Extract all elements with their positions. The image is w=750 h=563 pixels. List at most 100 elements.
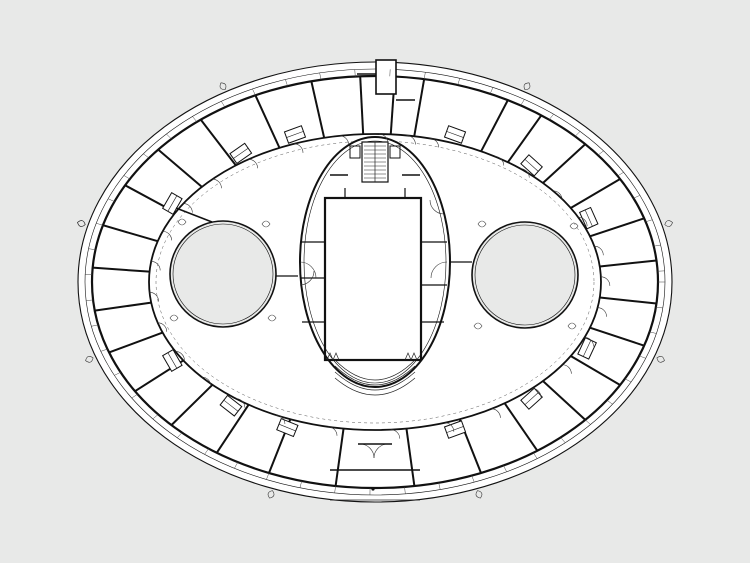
- door-swing: [531, 388, 542, 398]
- window-leaf: [473, 322, 483, 330]
- window-leaf: [477, 220, 487, 228]
- facade-mullion: [489, 87, 494, 94]
- window-leaf: [656, 356, 665, 363]
- facade-mullion: [423, 72, 426, 80]
- door-swing: [491, 408, 501, 418]
- room-wall: [92, 266, 150, 273]
- service-room-divider: [584, 209, 593, 227]
- door-swing: [248, 159, 258, 169]
- service-room-divider: [524, 159, 539, 172]
- room-wall: [589, 326, 645, 347]
- room-wall: [334, 428, 345, 487]
- window-ornament: [523, 82, 531, 91]
- door-swing: [444, 422, 455, 432]
- door-swing: [162, 231, 172, 241]
- window-ornament: [267, 490, 275, 499]
- room-wall: [310, 81, 326, 139]
- room-wall: [254, 94, 281, 149]
- service-room-divider: [278, 423, 296, 432]
- service-room-divider: [446, 131, 464, 138]
- door-swing: [378, 133, 389, 144]
- window-leaf: [567, 322, 577, 330]
- door-swing: [149, 292, 159, 302]
- facade-mullion: [252, 88, 256, 96]
- service-room: [219, 394, 243, 417]
- door-swing: [553, 190, 563, 200]
- facade-mullion: [653, 244, 661, 247]
- door-swing: [327, 426, 338, 436]
- window-leaf: [267, 490, 275, 499]
- room-wall: [108, 331, 163, 354]
- room-wall: [405, 428, 416, 487]
- facade-mullion: [438, 482, 441, 490]
- window-ornament: [261, 220, 271, 228]
- service-room-divider: [583, 340, 592, 357]
- room-wall: [503, 402, 539, 452]
- door-swing: [175, 351, 185, 361]
- facade-mullion: [152, 414, 159, 420]
- window-leaf: [169, 314, 179, 322]
- facade-mullions: [85, 69, 665, 495]
- room-wall: [102, 224, 159, 243]
- door-swing: [339, 135, 349, 145]
- room-wall: [413, 78, 426, 137]
- top-entrance: [357, 59, 415, 101]
- facade-mullion: [285, 79, 288, 87]
- facade-mullion: [457, 78, 461, 86]
- window-ornament: [477, 220, 487, 228]
- service-room: [161, 192, 183, 215]
- facade-mullion: [221, 101, 226, 108]
- door-swing: [406, 135, 416, 145]
- service-room: [443, 420, 467, 439]
- door-swing: [600, 276, 611, 286]
- facade-mullion: [560, 437, 566, 443]
- door-swing: [183, 203, 193, 213]
- facade-mullion: [503, 465, 507, 472]
- door-swing: [578, 216, 588, 227]
- classroom-partitions: [92, 76, 657, 487]
- door-swing: [494, 156, 505, 166]
- courtyard-right: [450, 221, 579, 329]
- room-wall: [215, 404, 250, 454]
- facade-mullion: [617, 172, 624, 177]
- facade-mullion: [597, 150, 604, 156]
- window-ornament: [473, 322, 483, 330]
- facade-mullion: [266, 472, 270, 480]
- service-room-divider: [233, 147, 249, 159]
- facade-mullion: [143, 153, 150, 159]
- door-swing: [201, 376, 212, 387]
- window-leaf: [77, 220, 86, 227]
- service-room: [520, 154, 543, 177]
- facade-mullion: [166, 133, 172, 140]
- service-rooms: [161, 125, 599, 439]
- room-wall: [570, 355, 621, 386]
- room-wall: [599, 259, 657, 268]
- door-swing: [562, 364, 572, 374]
- window-leaf: [569, 222, 579, 230]
- service-room-divider: [286, 131, 304, 138]
- room-wall: [589, 217, 645, 238]
- facade-mullion: [204, 448, 209, 455]
- ring-doors: [149, 133, 611, 439]
- window-ornament: [656, 356, 665, 363]
- window-ornament: [219, 82, 227, 91]
- facade-mullion: [86, 299, 94, 301]
- door-swing: [235, 398, 246, 408]
- facade-mullion: [177, 432, 183, 438]
- service-room: [276, 417, 299, 438]
- window-ornament: [169, 314, 179, 322]
- room-wall: [157, 148, 203, 188]
- room-wall: [170, 384, 214, 426]
- room-wall: [542, 380, 586, 421]
- door-swing: [293, 143, 304, 153]
- window-ornament: [664, 220, 673, 227]
- facade-mullion: [574, 131, 581, 137]
- window-ornament: [475, 490, 483, 499]
- facade-mullion: [91, 324, 99, 327]
- service-room: [443, 125, 467, 144]
- facade-mullion: [649, 331, 657, 334]
- window-leaf: [177, 218, 187, 226]
- facade-mullion: [585, 419, 591, 425]
- window-ornament: [77, 220, 86, 227]
